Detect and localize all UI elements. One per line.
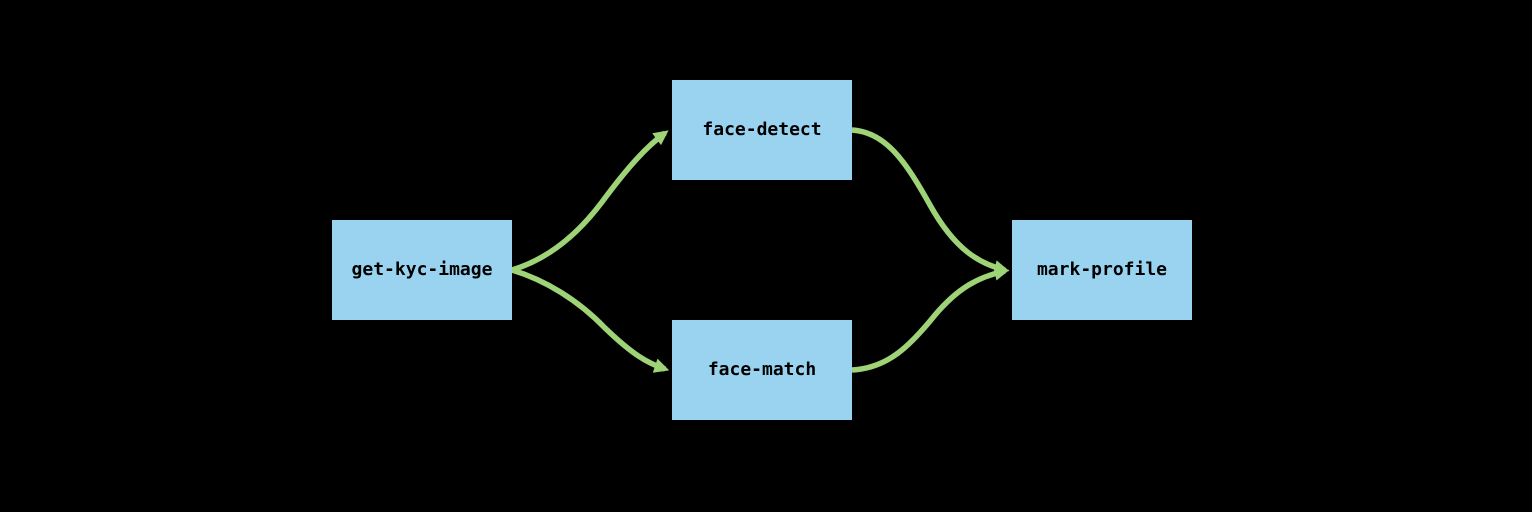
node-face-match-label: face-match xyxy=(707,359,817,380)
edge-get-kyc-image-to-face-detect xyxy=(511,130,669,273)
node-mark-profile-label: mark-profile xyxy=(1036,259,1168,280)
node-face-match: face-match xyxy=(672,320,852,420)
edge-get-kyc-image-to-face-match xyxy=(511,267,670,373)
node-face-detect-label: face-detect xyxy=(702,119,822,140)
node-get-kyc-image-label: get-kyc-image xyxy=(351,259,493,280)
node-mark-profile: mark-profile xyxy=(1012,220,1192,320)
edge-face-detect-to-mark-profile xyxy=(851,127,1010,275)
edge-face-match-to-mark-profile xyxy=(851,266,1010,373)
node-get-kyc-image: get-kyc-image xyxy=(332,220,512,320)
node-face-detect: face-detect xyxy=(672,80,852,180)
